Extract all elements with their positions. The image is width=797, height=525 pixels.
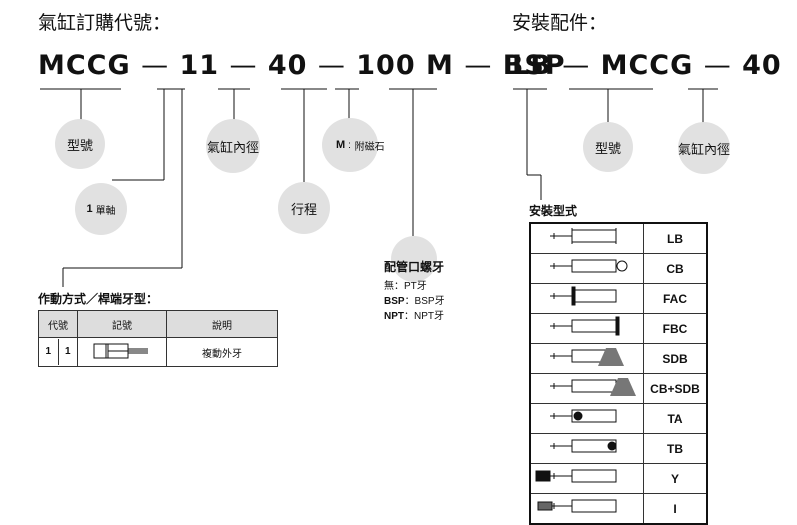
mount-code: TA (643, 403, 708, 434)
double-acting-symbol (77, 337, 167, 367)
accessory-code: LB — MCCG — 40 (512, 50, 782, 81)
code-action: 11 (179, 50, 220, 81)
order-code: MCCG — 11 — 40 — 100 M — BSP (38, 50, 566, 81)
table-row: TA (529, 403, 708, 434)
code-bore: 40 (742, 50, 782, 81)
mount-5-icon (550, 378, 636, 396)
code-mount: LB (512, 50, 552, 81)
code-port: BSP (502, 50, 566, 81)
table-row: FAC (529, 283, 708, 314)
code-stroke: 100 (356, 50, 416, 81)
code-magnet: M (426, 50, 454, 81)
table-row: CB+SDB (529, 373, 708, 404)
action-title: 作動方式／桿端牙型： (38, 292, 159, 306)
code-series: MCCG (38, 50, 131, 81)
table-row: LB (529, 222, 708, 254)
mount-8-icon (535, 469, 617, 483)
cylinder-symbol-icon (93, 343, 148, 358)
table-header: 代號 記號 說明 (38, 310, 278, 338)
mount-code: I (643, 493, 708, 525)
code-bore: 40 (267, 50, 308, 81)
table-row: 1 1 複動外牙 (38, 337, 278, 367)
mount-7-icon (550, 439, 617, 453)
bore-bubble: 氣缸內徑 (678, 122, 730, 174)
model-bubble: 型號 (583, 122, 633, 172)
table-row: Y (529, 463, 708, 494)
port-bubble (391, 236, 437, 282)
stroke-bubble: 行程 (278, 182, 330, 234)
mount-code: Y (643, 463, 708, 494)
order-code-title: 氣缸訂購代號： (38, 12, 172, 34)
mount-0-icon (550, 228, 617, 244)
action-table: 代號 記號 說明 1 1 複動外牙 (38, 310, 278, 367)
table-row: CB (529, 253, 708, 284)
mount-code: SDB (643, 343, 708, 374)
port-thread-block: 配管口螺牙 無：PT牙 BSP：BSP牙 NPT：NPT牙 (384, 260, 445, 322)
mount-6-icon (550, 409, 617, 423)
model-bubble: 型號 (55, 119, 105, 169)
mount-code: LB (643, 222, 708, 254)
mount-3-icon (550, 316, 620, 336)
mount-2-icon (550, 286, 617, 306)
mount-type-title: 安裝型式 (529, 204, 578, 218)
table-row: TB (529, 433, 708, 464)
code-series: MCCG (600, 50, 694, 81)
mount-1-icon (550, 259, 628, 273)
port-thread-title: 配管口螺牙 (384, 260, 445, 274)
mount-code: CB+SDB (643, 373, 708, 404)
table-row: FBC (529, 313, 708, 344)
mount-code: TB (643, 433, 708, 464)
table-row: SDB (529, 343, 708, 374)
accessory-title: 安裝配件： (512, 12, 608, 34)
mount-code: CB (643, 253, 708, 284)
mount-code: FBC (643, 313, 708, 344)
mount-code: FAC (643, 283, 708, 314)
table-row: I (529, 493, 708, 525)
magnet-bubble: M: 附磁石 (322, 118, 385, 172)
bore-bubble: 氣缸內徑 (206, 119, 260, 173)
mount-9-icon (537, 499, 617, 513)
mount-4-icon (550, 348, 624, 366)
